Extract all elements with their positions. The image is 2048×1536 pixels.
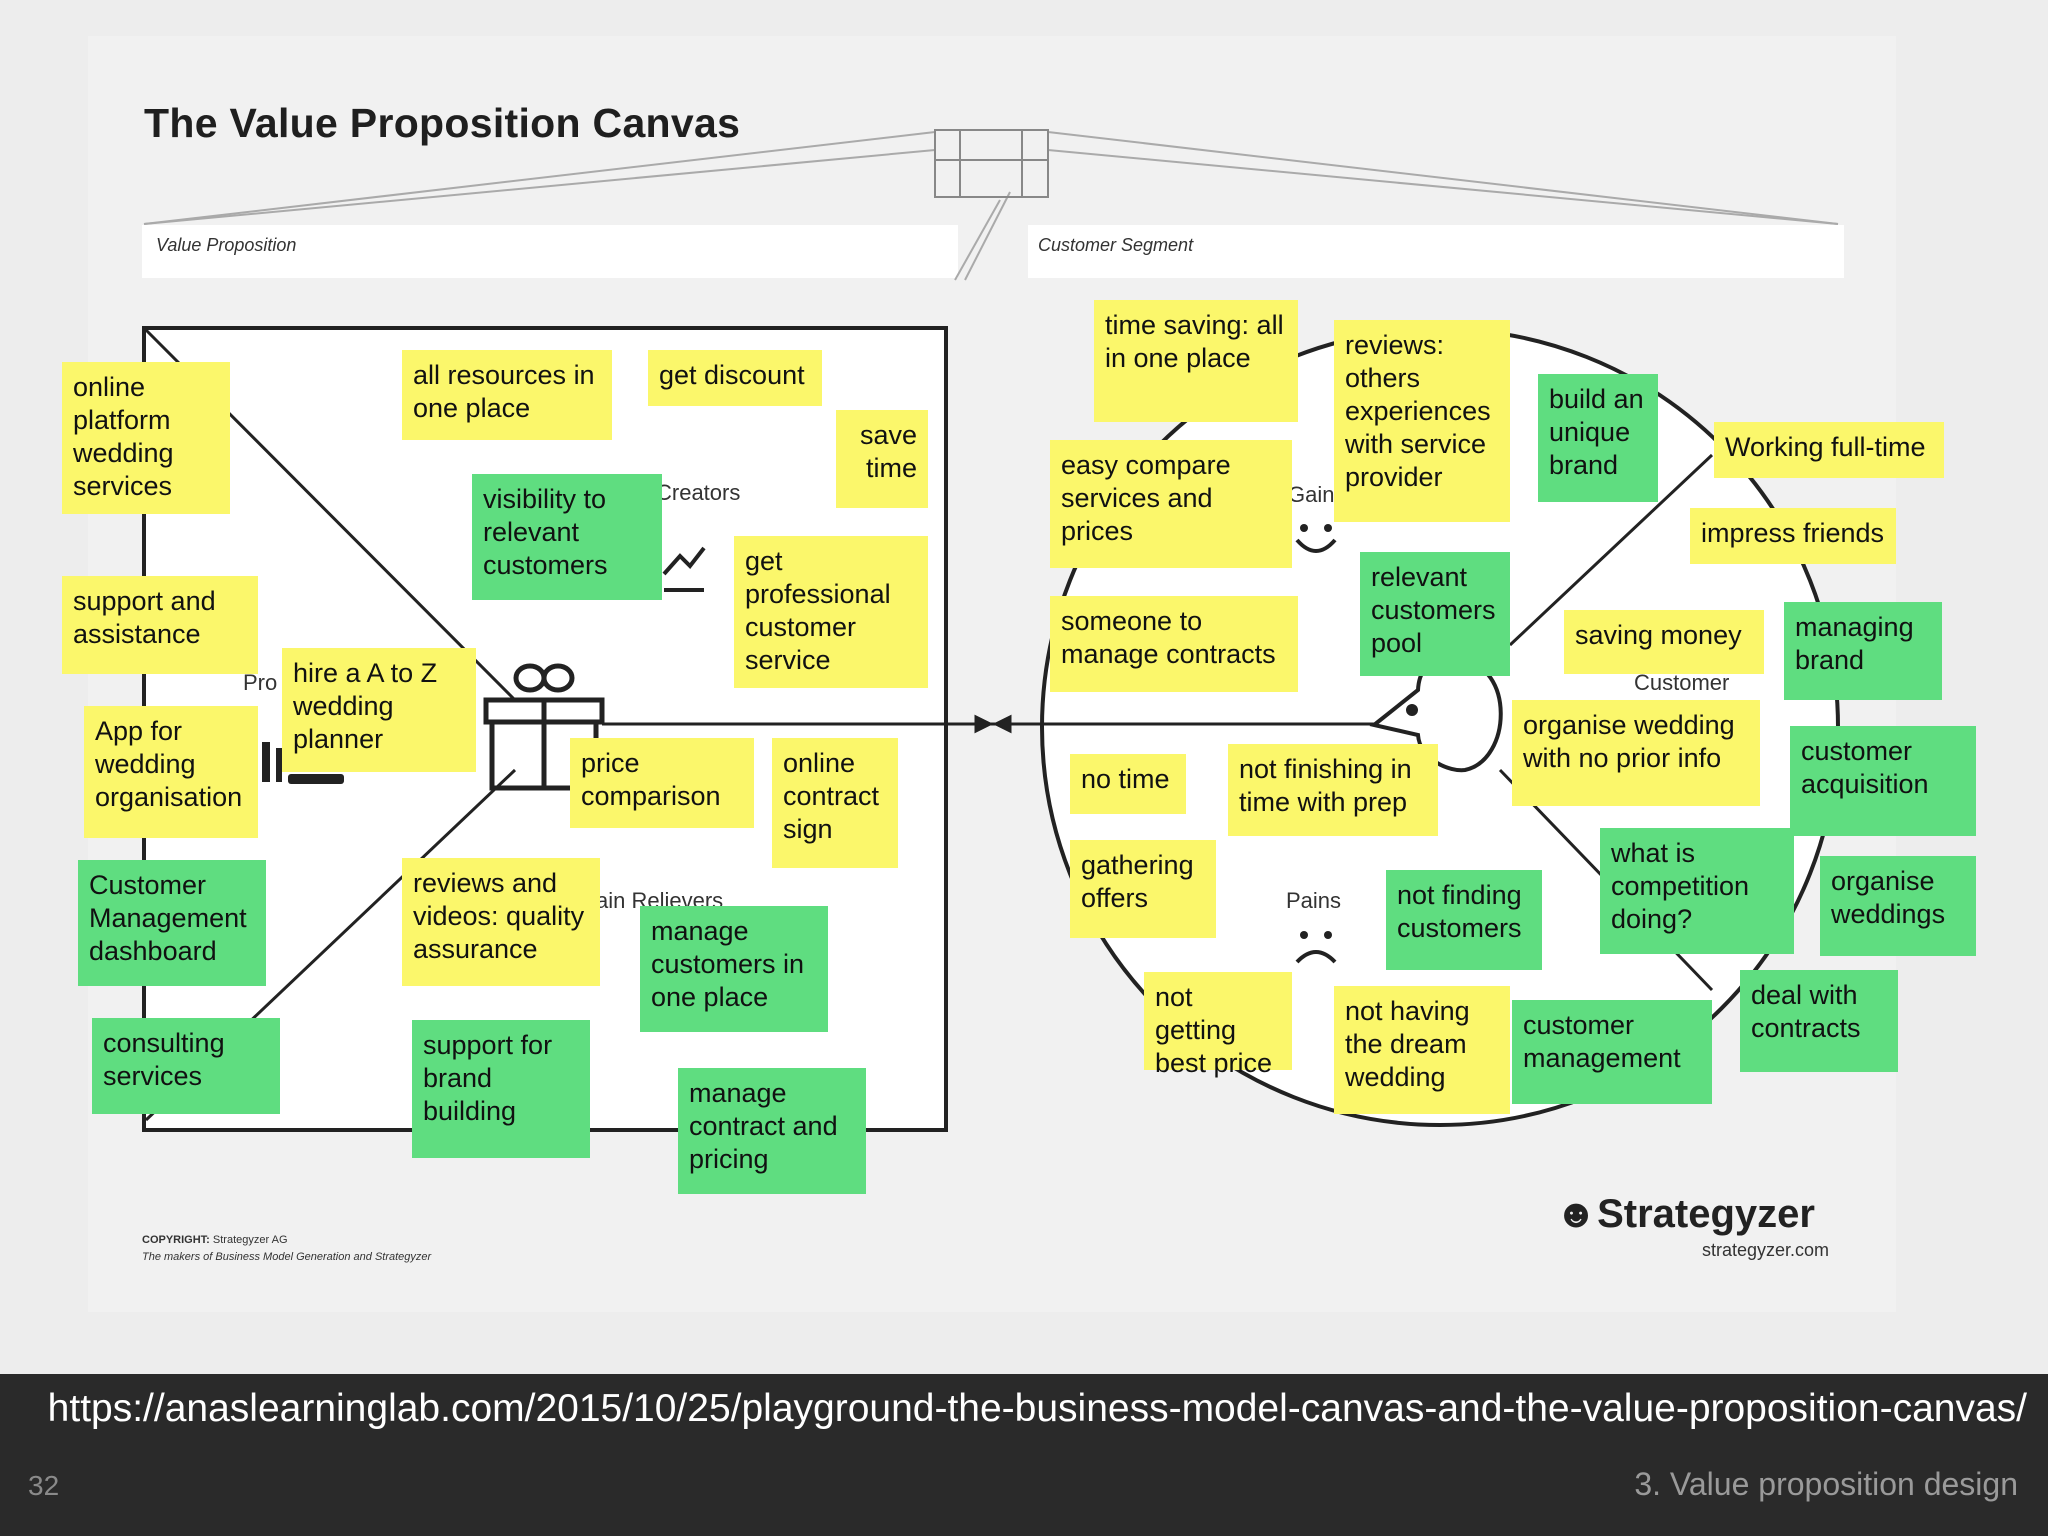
source-url-link[interactable]: https://anaslearninglab.com/2015/10/25/p… [47,1387,2027,1430]
sticky-note-get-discount: get discount [648,350,822,406]
sticky-note-impress-friends: impress friends [1690,508,1896,564]
section-title: 3. Value proposition design [1634,1466,2018,1502]
sticky-note-reviews-videos: reviews and videos: quality assurance [402,858,600,986]
sticky-note-easy-compare: easy compare services and prices [1050,440,1292,568]
sticky-note-hire-planner: hire a A to Z wedding planner [282,648,476,772]
sticky-note-customer-acquisition: customer acquisition [1790,726,1976,836]
sticky-note-support-assistance: support and assistance [62,576,258,674]
value-proposition-header-bar [142,225,958,278]
sticky-note-manage-customers: manage customers in one place [640,906,828,1032]
sticky-note-time-saving: time saving: all in one place [1094,300,1298,422]
slide-footer [0,1374,2048,1536]
sticky-note-support-brand: support for brand building [412,1020,590,1158]
sticky-note-get-professional: get professional customer service [734,536,928,688]
sticky-note-price-comparison: price comparison [570,738,754,828]
sticky-note-build-brand: build an unique brand [1538,374,1658,502]
sticky-note-what-competition: what is competition doing? [1600,828,1794,954]
sticky-note-reviews-others: reviews: others experiences with service… [1334,320,1510,522]
sticky-note-customer-management-dashboard: Customer Management dashboard [78,860,266,986]
sticky-note-save-time: save time [836,410,928,508]
products-services-label: Pro [243,670,278,695]
copyright-notice: COPYRIGHT: Strategyzer AG The makers of … [142,1234,432,1263]
value-proposition-label: Value Proposition [156,235,297,255]
sticky-note-no-time: no time [1070,754,1186,814]
sticky-note-deal-contracts: deal with contracts [1740,970,1898,1072]
sticky-note-consulting: consulting services [92,1018,280,1114]
customer-job-label: Customer [1634,670,1730,695]
sticky-note-online-platform: online platform wedding services [62,362,230,514]
sticky-note-working-full-time: Working full-time [1714,422,1944,478]
sticky-note-manage-contract: manage contract and pricing [678,1068,866,1194]
strategyzer-url: strategyzer.com [1702,1240,1830,1260]
page-number: 32 [28,1470,60,1501]
canvas-title: The Value Proposition Canvas [144,100,741,146]
sticky-note-relevant-pool: relevant customers pool [1360,552,1510,676]
sticky-note-all-resources: all resources in one place [402,350,612,440]
sticky-note-visibility: visibility to relevant customers [472,474,662,600]
sticky-note-not-finishing: not finishing in time with prep [1228,744,1438,836]
sticky-note-managing-brand: managing brand [1784,602,1942,700]
sticky-note-customer-management: customer management [1512,1000,1712,1104]
sticky-note-someone-contracts: someone to manage contracts [1050,596,1298,692]
gain-creators-label: Creators [656,480,741,505]
customer-segment-label: Customer Segment [1038,235,1194,255]
strategyzer-logo: ☻Strategyzer [1555,1192,1815,1236]
sticky-note-app-for-wedding: App for wedding organisation [84,706,258,838]
sticky-note-saving-money: saving money [1564,610,1764,674]
customer-segment-header-bar [1028,225,1844,278]
sticky-note-organise-weddings: organise weddings [1820,856,1976,956]
sticky-note-not-getting-price: not getting best price [1144,972,1292,1078]
pains-label: Pains [1286,888,1342,913]
sticky-note-online-contract: online contract sign [772,738,898,868]
sticky-note-organise-no-info: organise wedding with no prior info [1512,700,1760,806]
sticky-note-gathering-offers: gathering offers [1070,840,1216,938]
strategyzer-icon: ☻ [1555,1192,1598,1236]
sticky-note-not-having-dream: not having the dream wedding [1334,986,1510,1114]
sticky-note-not-finding: not finding customers [1386,870,1542,970]
gains-label: Gain [1288,482,1335,507]
